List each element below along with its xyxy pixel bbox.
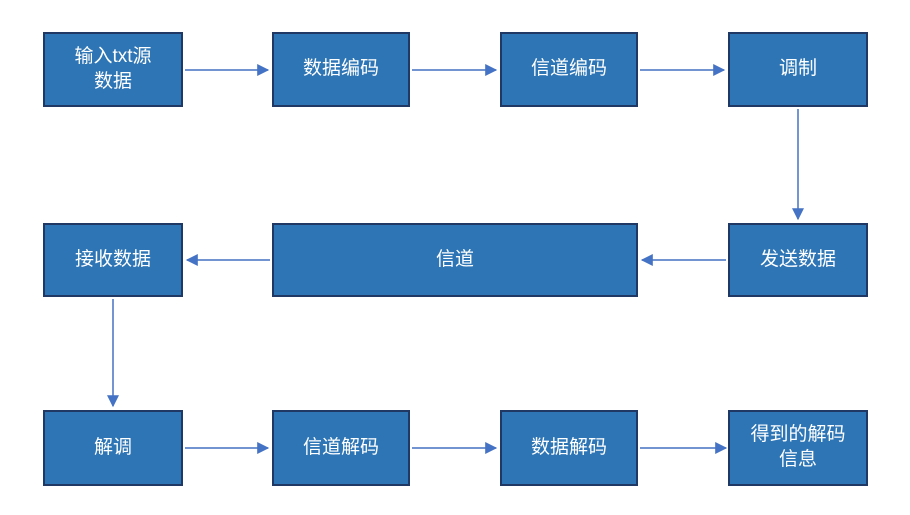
- node-demodulation: 解调: [43, 410, 183, 486]
- node-send-data: 发送数据: [728, 223, 868, 297]
- node-receive-data: 接收数据: [43, 223, 183, 297]
- node-data-encoding: 数据编码: [272, 32, 410, 107]
- node-channel: 信道: [272, 223, 638, 297]
- node-input-source: 输入txt源 数据: [43, 32, 183, 107]
- node-decoded-info: 得到的解码 信息: [728, 410, 868, 486]
- node-data-decoding: 数据解码: [500, 410, 638, 486]
- node-channel-encoding: 信道编码: [500, 32, 638, 107]
- node-channel-decoding: 信道解码: [272, 410, 410, 486]
- node-modulation: 调制: [728, 32, 868, 107]
